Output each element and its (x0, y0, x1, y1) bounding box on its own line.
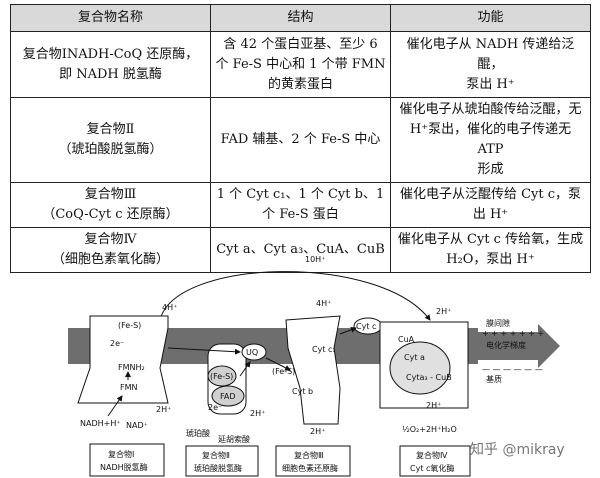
label-4h-left: 4H⁺ (162, 303, 177, 312)
complex-structure: 1 个 Cyt c₁、1 个 Cyt b、1 个 Fe-S 蛋白 (210, 182, 391, 228)
complex-name: 复合物Ⅱ （琥珀酸脱氢酶） (10, 97, 211, 183)
c4-cyta: Cyt a (404, 353, 425, 362)
c1-fmn: FMN (120, 383, 138, 392)
complex-structure: 含 42 个蛋白亚基、至少 6 个 Fe-S 中心和 1 个带 FMN 的黄素蛋… (210, 31, 391, 98)
uq-arrow-from-c1 (167, 347, 241, 355)
c2-succinate: 琥珀酸 (186, 428, 210, 438)
header-function: 功能 (390, 4, 591, 32)
table-row: 复合物ⅠNADH-CoQ 还原酶， 即 NADH 脱氢酶 含 42 个蛋白亚基、… (10, 31, 591, 98)
label-minus-signs: — — — — — — (482, 365, 543, 374)
table-row: 复合物Ⅳ （细胞色素氧化酶） Cyt a、Cyt a₃、CuA、CuB 催化电子… (10, 227, 591, 273)
c1-nadh: NADH+H⁺ (80, 419, 121, 428)
c3-fes: (Fe-S) (272, 367, 295, 376)
gradient-arrow (478, 332, 538, 360)
c4-2h: 2H⁺ (426, 401, 441, 410)
c2-fad-oval (211, 385, 245, 407)
c1-nad: NAD⁺ (126, 421, 148, 430)
box-1-line2: NADH脱氢酶 (100, 462, 148, 472)
complex-function: 催化电子从 NADH 传递给泛醌， 泵出 H⁺ (390, 31, 591, 98)
uq-arrow-from-c2 (239, 361, 251, 377)
complex-1-shape (77, 315, 169, 404)
c1-electrons: 2e⁻ (110, 339, 124, 348)
c3-cytb: Cyt b (292, 387, 313, 396)
c4-inner-oval (389, 341, 451, 395)
label-10h: 10H⁺ (305, 255, 325, 264)
c2-fes: (Fe-S) (210, 372, 233, 381)
complex-structure: Cyt a、Cyt a₃、CuA、CuB (210, 227, 391, 273)
box-complex-2: 复合物Ⅱ 琥珀酸脱氢酶 (185, 445, 259, 477)
cytc-label: Cyt c (356, 322, 376, 331)
label-2h-right: 2H⁺ (436, 307, 451, 316)
complex-function: 催化电子从琥珀酸传给泛醌，无 H⁺泵出，催化的电子传递无 ATP 形成 (390, 97, 591, 183)
complex-function: 催化电子从 Cyt c 传给氧，生成 H₂O，泵出 H⁺ (390, 227, 591, 273)
complex-3-shape (285, 315, 341, 425)
watermark: 知乎 @mikray (470, 441, 565, 458)
c1-fes: (Fe-S) (118, 321, 141, 330)
c2-fumarate: 延胡索酸 (218, 434, 250, 444)
box-2-line1: 复合物Ⅱ (202, 450, 230, 460)
c1-arrow (107, 395, 123, 417)
complex-name: 复合物Ⅲ （CoQ-Cyt c 还原酶） (10, 182, 211, 228)
c2-fad: FAD (220, 392, 236, 401)
box-complex-1: 复合物Ⅰ NADH脱氢酶 (89, 443, 165, 477)
header-structure: 结构 (210, 4, 391, 32)
table-row: 复合物Ⅲ （CoQ-Cyt c 还原酶） 1 个 Cyt c₁、1 个 Cyt … (10, 182, 591, 228)
cytc-arrow (339, 326, 357, 335)
complex-function: 催化电子从泛醌传给 Cyt c，泵 出 H⁺ (390, 182, 591, 228)
c2-electrons: 2e⁻ (208, 403, 222, 412)
c1-2h: 2H⁺ (156, 405, 171, 414)
c4-cyta3cub: Cyta₃ - CuB (406, 373, 452, 382)
proton-arc (159, 271, 431, 321)
table-header-row: 复合物名称 结构 功能 (10, 4, 591, 32)
c3-cytc1: Cyt c₁ (312, 345, 336, 354)
c3-arrow (265, 357, 291, 371)
label-intermembrane-space: 膜间隙 (486, 318, 510, 328)
label-4h-mid: 4H⁺ (316, 299, 331, 308)
uq-oval (241, 343, 267, 361)
c3-2h-bottom: 2H⁺ (250, 409, 265, 418)
box-complex-3: 复合物Ⅲ 细胞色素还原酶 (275, 445, 351, 477)
complex-table: 复合物名称 结构 功能 复合物ⅠNADH-CoQ 还原酶， 即 NADH 脱氢酶… (10, 4, 591, 273)
label-gradient: 电化学梯度 (486, 340, 526, 350)
complex-name: 复合物Ⅳ （细胞色素氧化酶） (10, 227, 211, 273)
table-row: 复合物Ⅱ （琥珀酸脱氢酶） FAD 辅基、2 个 Fe-S 中心 催化电子从琥珀… (10, 97, 591, 183)
c2-fes-oval (207, 365, 237, 387)
label-matrix: 基质 (486, 374, 502, 384)
label-plus-signs: + + + + + + + (482, 329, 544, 338)
header-name: 复合物名称 (10, 4, 211, 32)
c4-cua: CuA (398, 335, 415, 344)
gradient-arrow-head (538, 324, 560, 368)
box-3-line2: 细胞色素还原酶 (282, 463, 338, 473)
c3-2h-lower: 2H⁺ (310, 427, 325, 436)
box-4-line2: Cyt c氧化酶 (410, 463, 454, 473)
complex-name: 复合物ⅠNADH-CoQ 还原酶， 即 NADH 脱氢酶 (10, 31, 211, 98)
box-3-line1: 复合物Ⅲ (294, 450, 324, 460)
box-1-line1: 复合物Ⅰ (108, 449, 134, 459)
box-2-line2: 琥珀酸脱氢酶 (194, 463, 242, 473)
complex-structure: FAD 辅基、2 个 Fe-S 中心 (210, 97, 391, 183)
c1-fmnh2: FMNH₂ (118, 363, 145, 372)
box-4-line1: 复合物Ⅳ (416, 450, 448, 460)
uq-label: UQ (246, 348, 258, 357)
c4-water: ½O₂+2H⁺H₂O (402, 425, 457, 434)
electron-transport-diagram: 10H⁺ 4H⁺ 4H⁺ 2H⁺ (Fe-S) FMNH₂ FMN NADH+H… (68, 255, 565, 477)
box-complex-4: 复合物Ⅳ Cyt c氧化酶 (399, 445, 471, 477)
